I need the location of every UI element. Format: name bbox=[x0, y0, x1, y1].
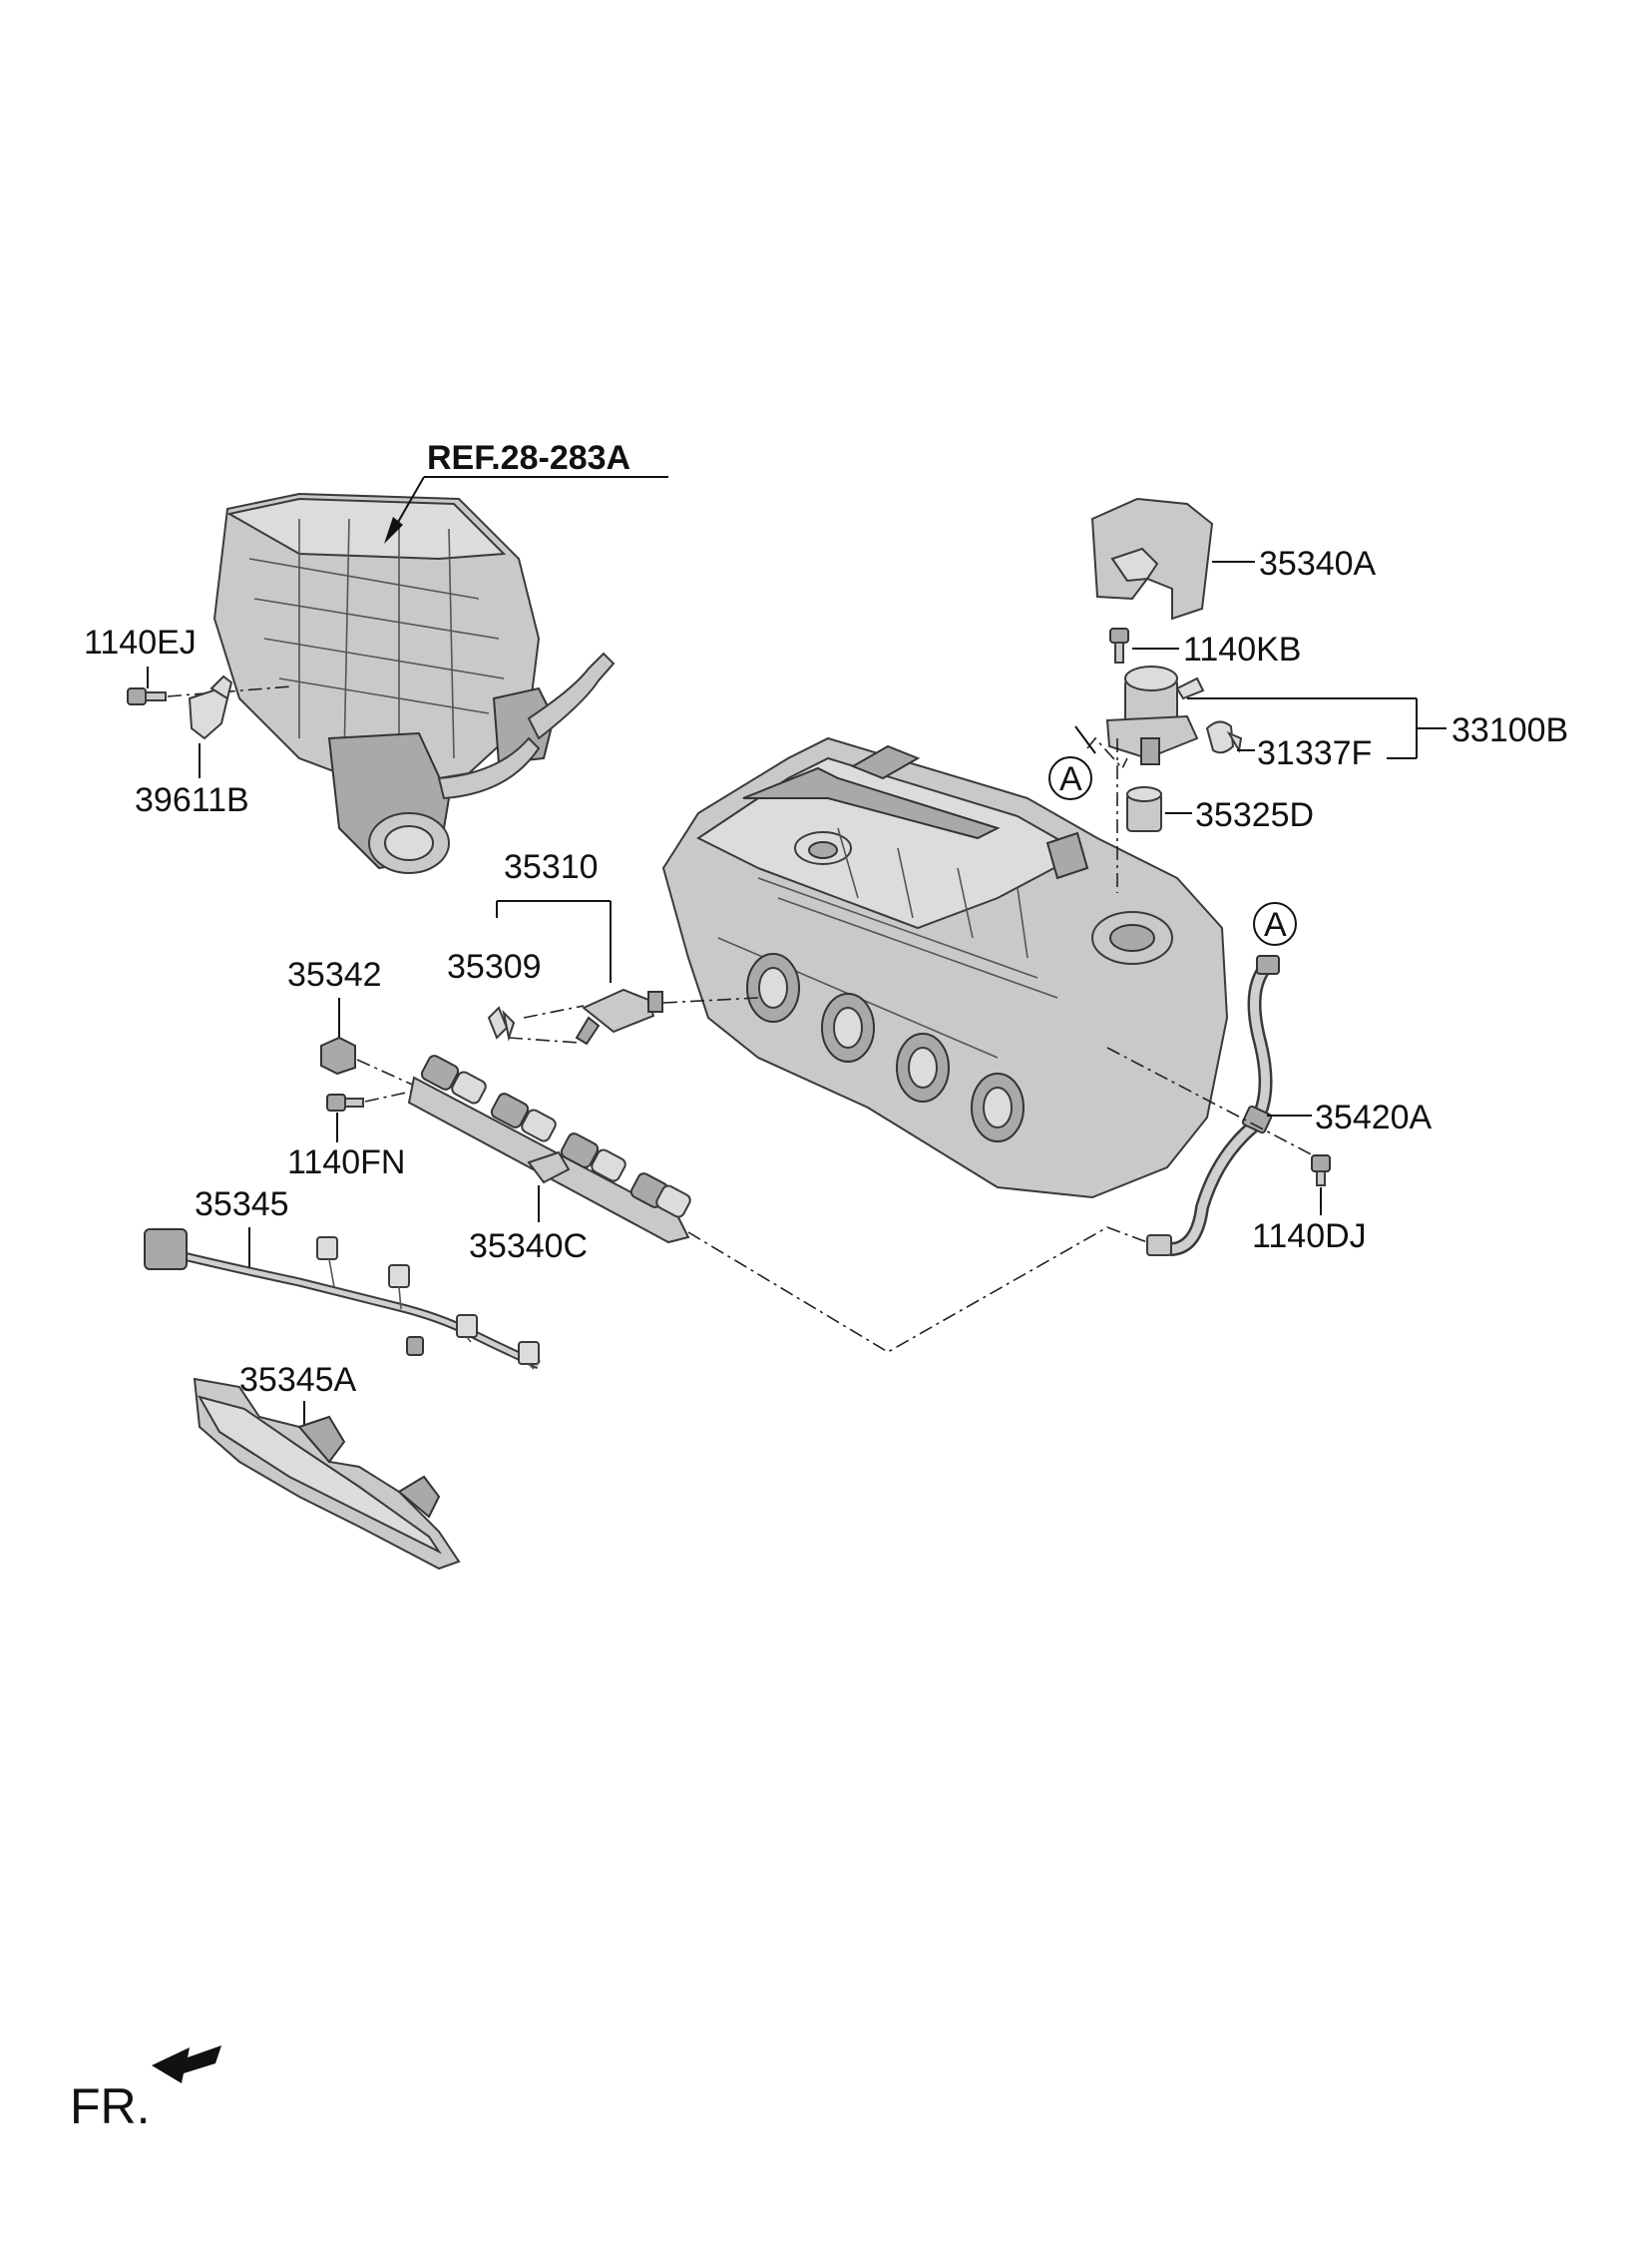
reference-callout: REF.28-283A bbox=[384, 439, 668, 544]
fuel-pipe-icon bbox=[1146, 955, 1280, 1257]
bolt-icon bbox=[127, 687, 167, 705]
clamp-icon bbox=[1205, 720, 1243, 754]
tappet-icon bbox=[1126, 786, 1162, 832]
callout-marker: A bbox=[1059, 760, 1082, 798]
fuel-rail-icon bbox=[407, 1055, 691, 1244]
part-label-35340C: 35340C bbox=[469, 1227, 588, 1265]
part-label-35420A: 35420A bbox=[1315, 1099, 1433, 1136]
bracket-icon bbox=[188, 675, 233, 740]
cover-icon bbox=[1090, 497, 1214, 621]
part-label-35342: 35342 bbox=[287, 956, 382, 994]
wiring-harness-icon bbox=[144, 1228, 541, 1370]
callout-A-right: A bbox=[1253, 902, 1297, 946]
part-label-39611B: 39611B bbox=[135, 781, 249, 819]
callout-marker: A bbox=[1264, 906, 1287, 944]
part-label-31337F: 31337F bbox=[1257, 734, 1372, 772]
part-label-1140KB: 1140KB bbox=[1183, 631, 1301, 669]
part-label-1140DJ: 1140DJ bbox=[1252, 1217, 1367, 1255]
bolt-icon bbox=[326, 1094, 364, 1112]
part-label-33100B: 33100B bbox=[1451, 711, 1568, 749]
callout-A-top: A bbox=[1048, 756, 1092, 800]
part-label-35345: 35345 bbox=[195, 1185, 289, 1223]
bolt-icon bbox=[1311, 1154, 1331, 1186]
front-indicator-label: FR. bbox=[70, 2078, 151, 2134]
part-label-35309: 35309 bbox=[447, 948, 542, 986]
part-label-1140FN: 1140FN bbox=[287, 1143, 405, 1181]
part-label-35310: 35310 bbox=[504, 848, 599, 886]
clip-icon bbox=[487, 1006, 516, 1042]
part-label-35340A: 35340A bbox=[1259, 545, 1377, 583]
front-arrow-icon bbox=[152, 2045, 221, 2083]
injector-icon bbox=[575, 988, 663, 1046]
bolt-icon bbox=[1109, 628, 1129, 664]
heat-shield-icon bbox=[193, 1377, 461, 1571]
cylinder-head-icon bbox=[661, 736, 1229, 1199]
fuel-pump-icon bbox=[1105, 666, 1205, 765]
part-label-35325D: 35325D bbox=[1195, 796, 1314, 834]
part-label-1140EJ: 1140EJ bbox=[84, 624, 197, 662]
intake-manifold-icon bbox=[212, 492, 616, 874]
part-label-35345A: 35345A bbox=[239, 1361, 357, 1399]
sensor-icon bbox=[320, 1036, 356, 1076]
reference-label: REF.28-283A bbox=[427, 439, 630, 477]
